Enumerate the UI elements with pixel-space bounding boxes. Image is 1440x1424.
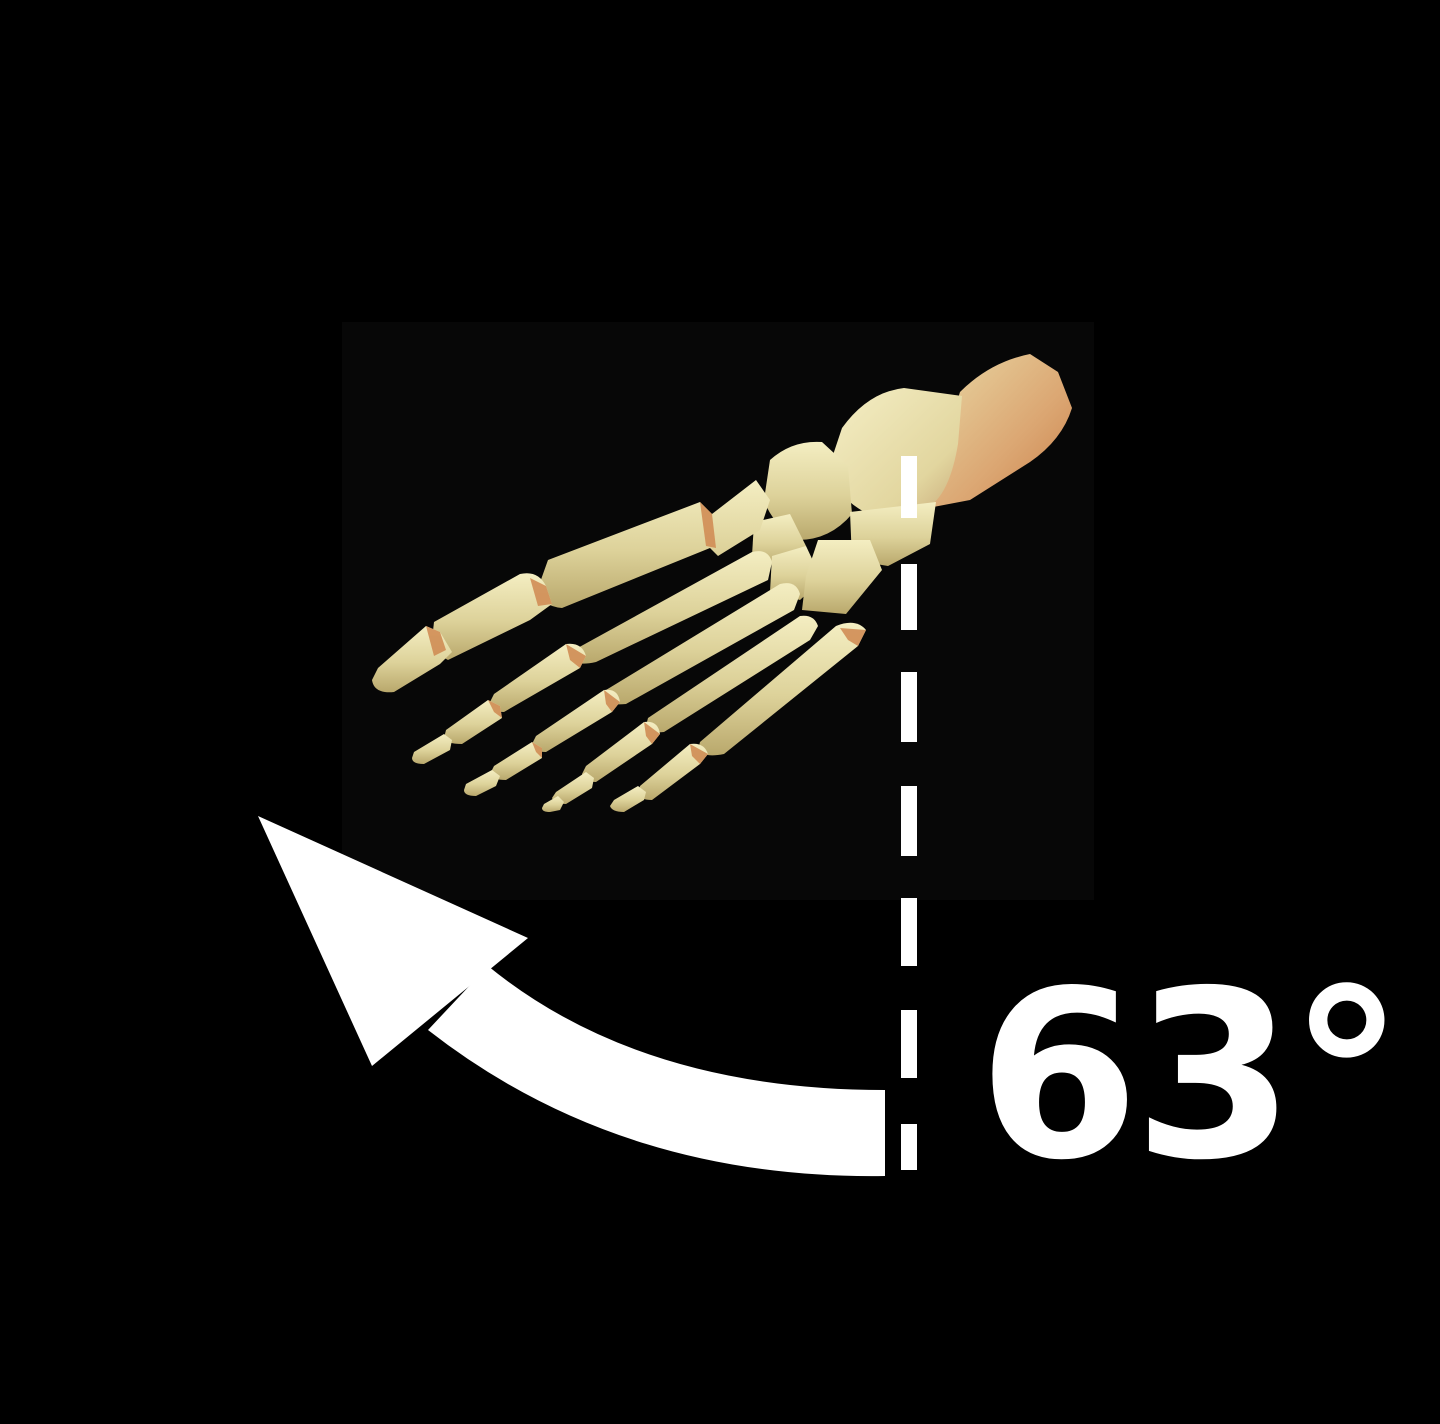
rotation-arrow-shaft (428, 966, 885, 1176)
angle-label: 63° (978, 960, 1399, 1192)
